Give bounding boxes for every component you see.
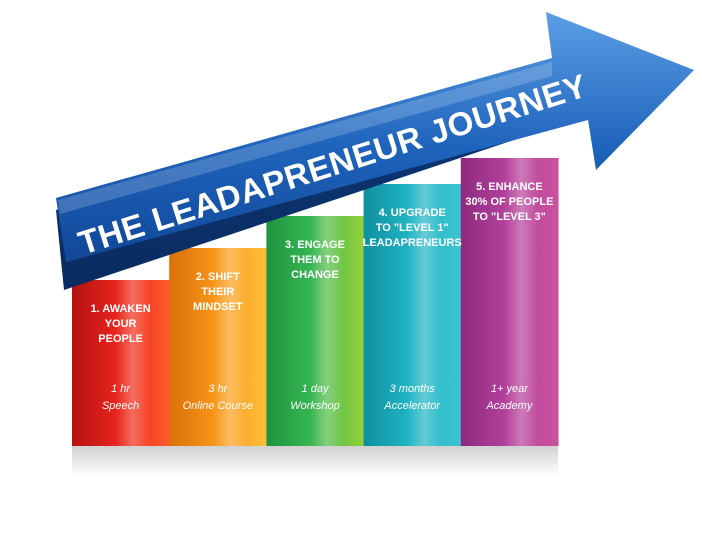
arrow-highlight: [58, 62, 552, 214]
step-column-shine: [504, 158, 539, 446]
step-label-line: CHANGE: [291, 269, 339, 281]
step-format: Speech: [102, 400, 139, 412]
floor-reflection: [72, 446, 558, 476]
step-label-line: MINDSET: [193, 301, 243, 313]
step-labels: 1. AWAKEN YOUR PEOPLE 1 hr Speech 2. SHIFT THE…: [91, 181, 554, 412]
step-label-line: YOUR: [105, 318, 137, 330]
step-label-line: 1. AWAKEN: [91, 303, 151, 315]
step-label-line: LEADAPRENEURS: [363, 237, 462, 249]
step-duration: 3 hr: [208, 383, 228, 395]
arrow-body: [56, 12, 694, 262]
step-duration: 1 hr: [111, 383, 131, 395]
step-label-line: THEM TO: [290, 254, 340, 266]
step-label-line: PEOPLE: [98, 333, 143, 345]
step-label-line: 2. SHIFT: [196, 271, 240, 283]
step-column-shine: [310, 216, 345, 446]
step-duration: 3 months: [390, 383, 436, 395]
step-column-shine: [407, 184, 442, 446]
step-label-line: 30% OF PEOPLE: [465, 196, 553, 208]
step-label-line: 3. ENGAGE: [285, 239, 345, 251]
step-label-line: TO "LEVEL 1": [376, 222, 449, 234]
step-format: Accelerator: [383, 400, 441, 412]
step-label-line: 5. ENHANCE: [476, 181, 543, 193]
step-duration: 1+ year: [491, 383, 529, 395]
step-format: Online Course: [183, 400, 253, 412]
step-format: Academy: [485, 400, 533, 412]
step-label-line: TO "LEVEL 3": [473, 211, 546, 223]
step-label-line: 4. UPGRADE: [379, 207, 446, 219]
step-duration: 1 day: [302, 383, 330, 395]
step-column-shine: [212, 248, 247, 446]
step-columns: [72, 158, 559, 446]
step-column-shine: [115, 280, 150, 446]
step-format: Workshop: [290, 400, 340, 412]
step-label-line: THEIR: [201, 286, 234, 298]
